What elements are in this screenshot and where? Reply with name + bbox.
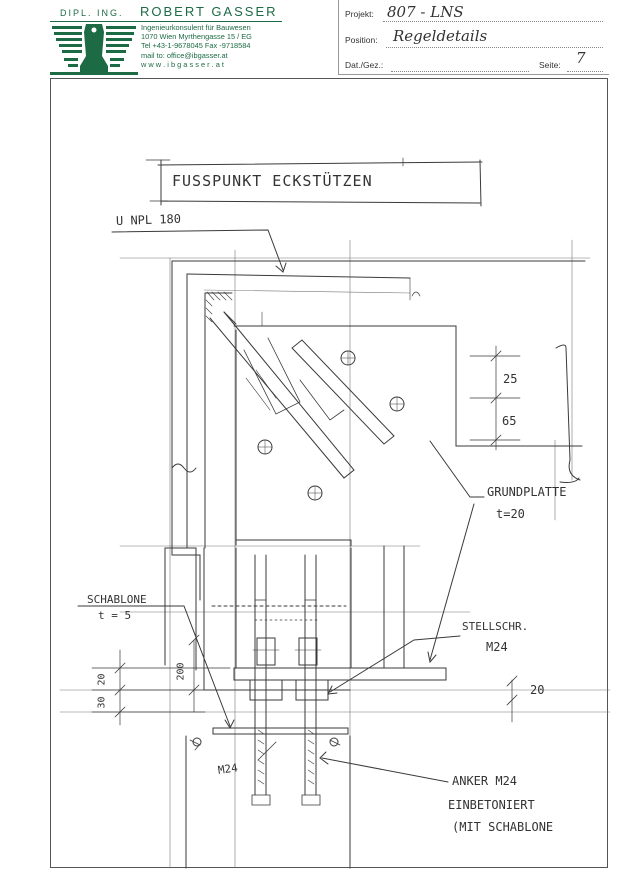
contact-line: Ingenieurkonsulent für Bauwesen xyxy=(141,23,251,32)
contact-line: mail to: office@ibgasser.at xyxy=(141,50,228,60)
letterhead-prefix: DIPL. ING. xyxy=(60,8,124,18)
label-u-profile: U NPL 180 xyxy=(115,211,182,228)
datgez-label: Dat./Gez.: xyxy=(345,60,384,70)
datgez-line xyxy=(391,71,529,72)
sketch-title: FUSSPUNKT ECKSTÜTZEN xyxy=(172,172,373,190)
projekt-value: 807 - LNS xyxy=(387,3,464,21)
projekt-label: Projekt: xyxy=(345,9,374,19)
drawing-frame xyxy=(50,78,608,868)
contact-line: Tel +43-1-9678045 Fax -9718584 xyxy=(141,41,251,51)
seite-value: 7 xyxy=(576,49,586,67)
letterhead-name: ROBERT GASSER xyxy=(140,4,278,19)
letterhead-contact: Ingenieurkonsulent für Bauwesen 1070 Wie… xyxy=(141,23,286,69)
label-einbetoniert: EINBETONIERT xyxy=(448,798,535,812)
label-schablone-thickness: t = 5 xyxy=(98,609,132,622)
label-stellschraube: STELLSCHR. xyxy=(462,620,529,633)
contact-line: 1070 Wien Myrthengasse 15 / EG xyxy=(141,32,252,42)
label-m24-anchor: M24 xyxy=(217,761,239,777)
label-anker: ANKER M24 xyxy=(452,774,518,788)
dim-label-200: 200 xyxy=(175,662,187,681)
letterhead-rule xyxy=(50,21,282,22)
seite-line xyxy=(567,71,603,72)
dim-label-30: 30 xyxy=(96,696,108,709)
dim-label-25: 25 xyxy=(503,372,518,386)
label-schablone: SCHABLONE xyxy=(87,593,147,606)
position-line xyxy=(386,47,603,48)
dim-label-20-right: 20 xyxy=(530,683,545,697)
position-value: Regeldetails xyxy=(393,27,488,45)
label-thickness: t=20 xyxy=(496,507,525,521)
position-label: Position: xyxy=(345,35,378,45)
title-field-box: Projekt: 807 - LNS Position: Regeldetail… xyxy=(338,0,609,75)
label-m24-stellschraube: M24 xyxy=(486,640,508,654)
label-grundplatte: GRUNDPLATTE xyxy=(487,485,567,499)
eagle-crest-icon xyxy=(50,24,138,75)
dim-label-65: 65 xyxy=(502,414,517,428)
seite-label: Seite: xyxy=(539,60,561,70)
projekt-line xyxy=(383,21,603,22)
contact-line: w w w . i b g a s s e r . a t xyxy=(141,59,224,69)
dim-label-20-left: 20 xyxy=(96,673,108,686)
label-mit-schablone: (MIT SCHABLONE xyxy=(452,820,554,834)
